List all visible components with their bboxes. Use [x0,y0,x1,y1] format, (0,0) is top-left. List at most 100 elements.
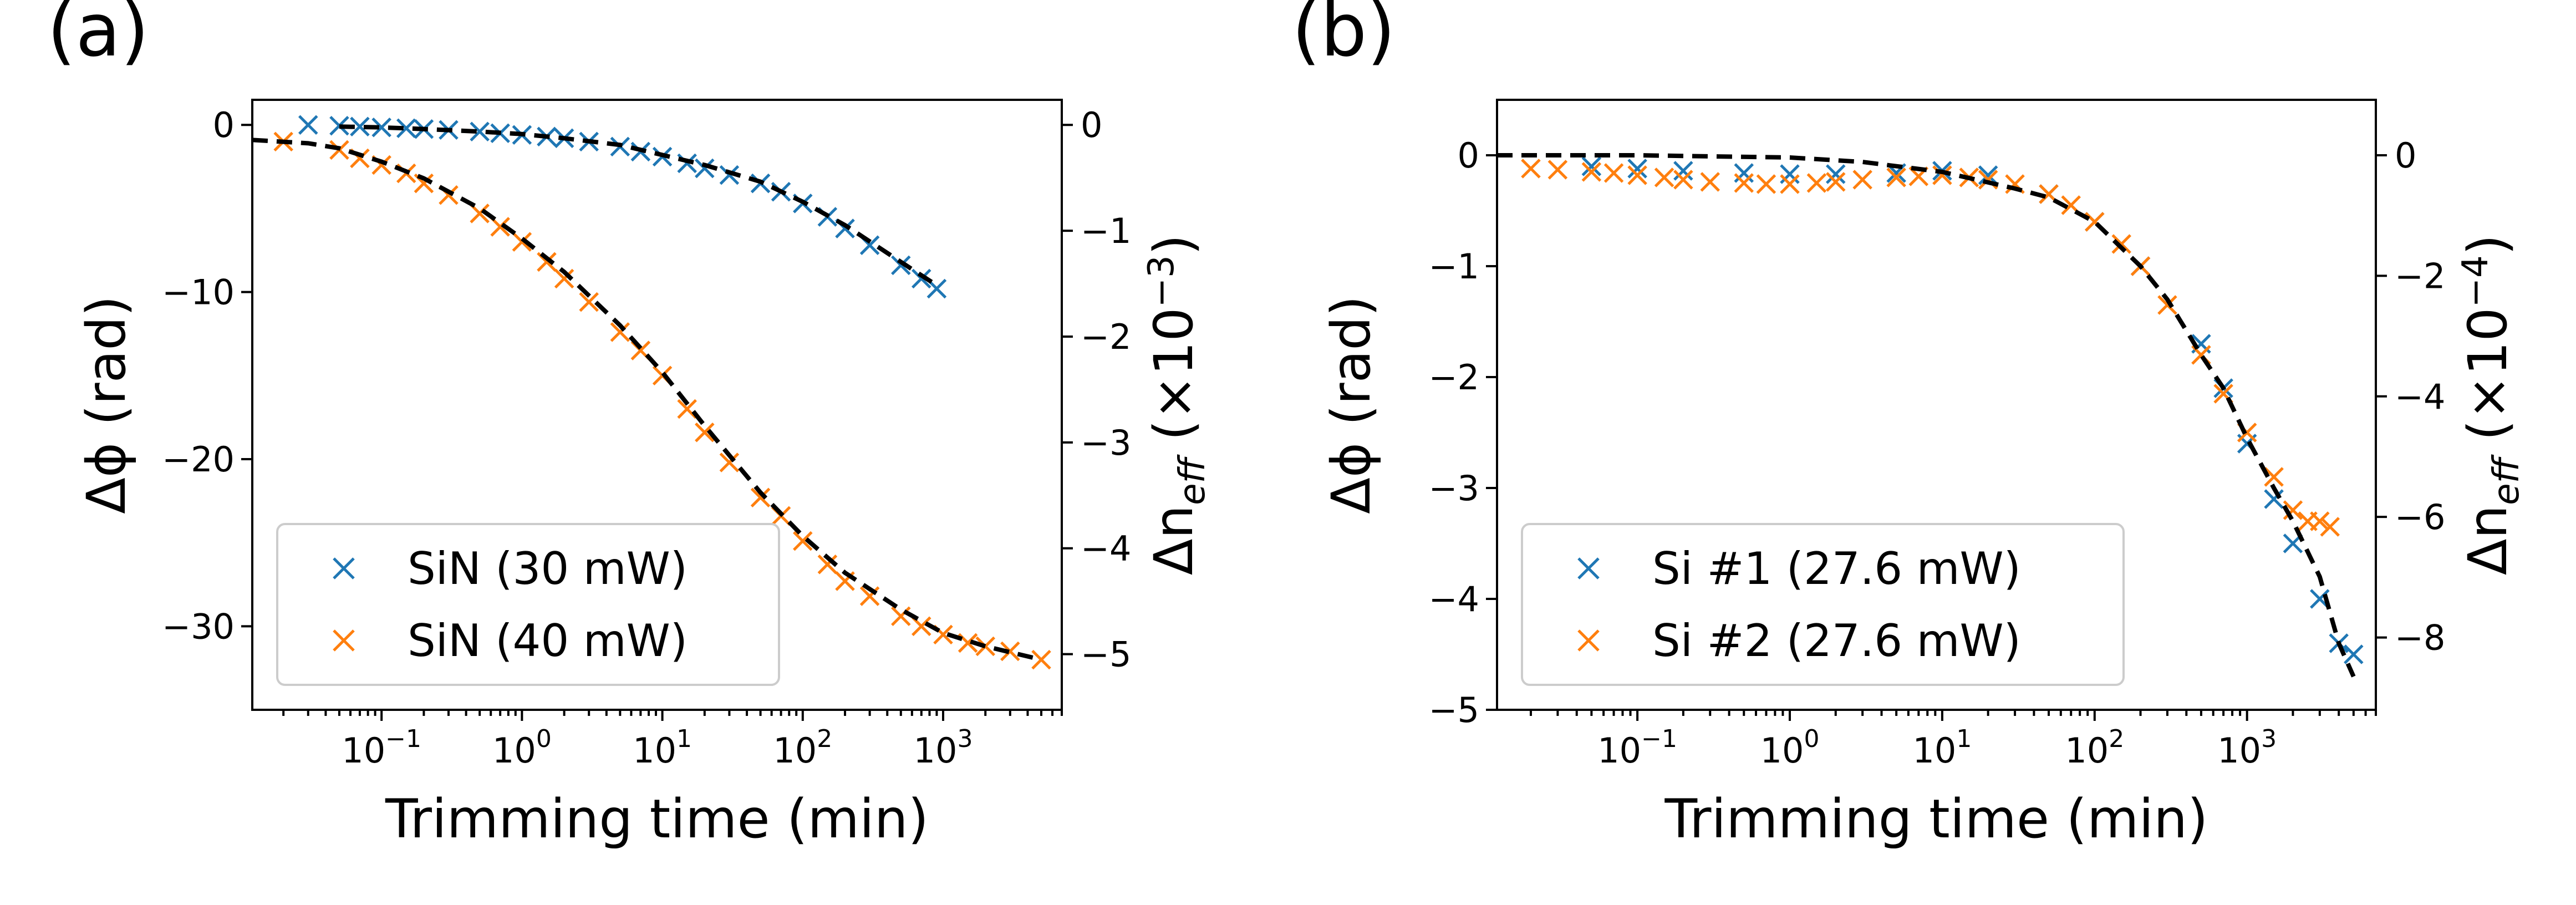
x-tick-label: 102 [773,725,832,771]
y-right-tick-label: −2 [2395,256,2445,296]
data-point [719,165,740,185]
y-tick-label: −5 [1429,690,1479,730]
y-axis-label: Δϕ (rad) [75,296,138,514]
x-tick-label: 103 [2217,725,2277,771]
data-point [490,217,510,237]
fit-curve [339,124,938,287]
data-point [554,268,574,289]
data-point [2283,500,2303,520]
data-point [1673,170,1693,190]
data-point [2320,517,2340,537]
y-right-tick-label: 0 [2395,135,2416,176]
data-point [1780,174,1800,194]
y-axis-label: Δϕ (rad) [1320,296,1382,514]
data-point [1627,165,1647,185]
legend: SiN (30 mW) SiN (40 mW) [276,523,780,686]
data-point [1852,170,1872,190]
data-point [1826,164,1846,184]
data-point [793,531,813,551]
legend-marker [1577,557,1600,579]
y-tick-label: 0 [1458,135,1479,176]
panel-label: (a) [47,0,149,73]
x-axis-label: Trimming time (min) [385,788,929,850]
x-tick-label: 100 [492,725,552,771]
data-point [695,158,715,179]
y-right-tick-label: 0 [1081,105,1102,145]
y-right-axis-label: Δneff (×10−3) [1141,235,1213,575]
data-point [610,322,630,342]
x-tick-label: 100 [1760,725,1820,771]
data-point [512,232,532,252]
data-point [891,255,911,276]
data-point [329,115,349,136]
data-point [1603,163,1624,183]
data-point [1978,165,1998,185]
data-point [1031,649,1051,670]
legend-label: Si #1 (27.6 mW) [1652,543,2021,594]
legend-label: SiN (40 mW) [408,615,688,667]
y-tick-label: −20 [162,439,235,480]
legend-marker [333,629,355,652]
legend-marker [1577,629,1600,652]
y-right-tick-label: −8 [2395,618,2445,658]
data-point [1654,167,1674,187]
y-tick-label: 0 [213,105,235,145]
x-tick-label: 101 [633,725,692,771]
y-right-tick-label: −6 [2395,497,2445,537]
data-point [1581,162,1602,182]
data-point [719,452,740,472]
data-point [371,117,391,138]
y-right-tick-label: −4 [1081,528,1131,569]
data-point [470,204,490,223]
data-point [2111,234,2131,254]
legend-box [276,523,780,686]
y-right-tick-label: −5 [1081,634,1131,675]
data-point [1780,164,1800,184]
x-tick-label: 101 [1912,725,1972,771]
y-tick-label: −1 [1429,246,1479,287]
y-right-tick-label: −2 [1081,317,1131,357]
y-tick-label: −2 [1429,357,1479,398]
data-point [2310,511,2330,531]
data-point [2157,295,2177,315]
y-tick-label: −4 [1429,579,1479,619]
data-point [817,555,838,574]
data-point [350,116,370,136]
y-tick-label: −3 [1429,468,1479,509]
data-point [677,399,697,419]
data-point [750,487,771,508]
data-point [1734,173,1754,193]
legend: Si #1 (27.6 mW) Si #2 (27.6 mW) [1521,523,2125,686]
y-tick-label: −30 [162,606,235,647]
data-point [1806,173,1827,193]
y-tick-label: −10 [162,272,235,313]
data-point [1886,167,1906,187]
data-point [396,118,416,139]
data-point [695,422,715,443]
series-1 [1521,159,2340,537]
x-axis-label: Trimming time (min) [1664,788,2208,850]
x-tick-label: 103 [914,725,973,771]
data-point [1000,641,1020,662]
data-point [2264,467,2284,487]
y-right-tick-label: −4 [2395,377,2445,417]
legend-label: SiN (30 mW) [408,543,688,594]
data-point [1673,161,1693,181]
data-point [891,606,911,626]
data-point [1581,156,1602,176]
y-right-axis-label: Δneff (×10−4) [2455,235,2527,575]
y-right-tick-label: −1 [1081,211,1131,251]
legend-label: Si #2 (27.6 mW) [1652,615,2021,667]
data-point [1734,163,1754,183]
y-right-tick-label: −3 [1081,423,1131,463]
data-point [579,292,599,312]
panel-label: (b) [1292,0,1396,73]
legend-box [1521,523,2125,686]
x-tick-label: 10−1 [1597,725,1677,771]
plot-frame [1496,99,2377,711]
data-point [975,636,996,657]
data-point [1547,160,1568,180]
fit-curve [1497,153,2356,678]
